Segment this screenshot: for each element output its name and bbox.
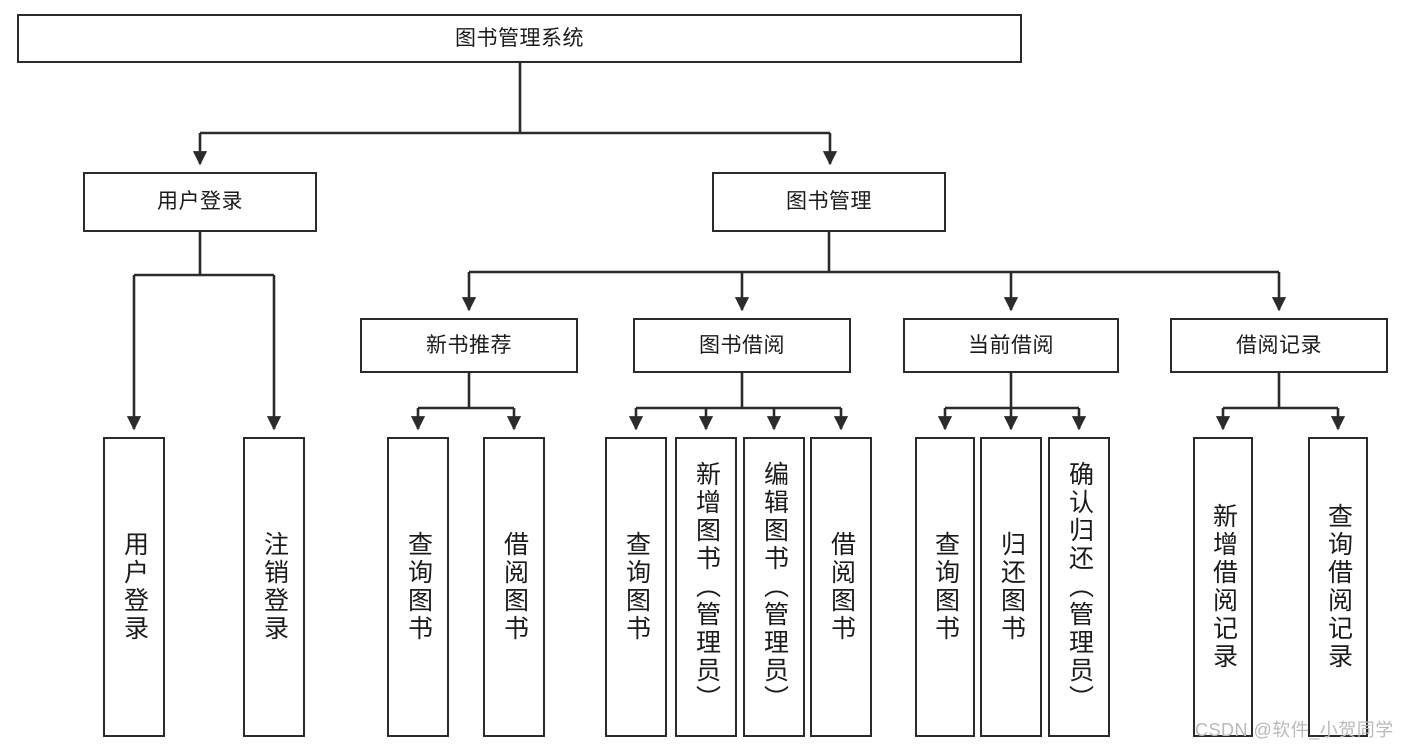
leaf-node[interactable]: 用户登录	[103, 437, 165, 737]
node-book-borrow-label: 图书借阅	[699, 333, 785, 357]
node-root-label: 图书管理系统	[455, 26, 584, 50]
node-book-management[interactable]: 图书管理	[712, 172, 946, 232]
leaf-node[interactable]: 编辑图书（管理员）	[743, 437, 805, 737]
leaf-node[interactable]: 新增借阅记录	[1193, 437, 1253, 737]
node-borrow-record-label: 借阅记录	[1236, 333, 1322, 357]
leaf-node-label: 用户登录	[120, 531, 149, 643]
leaf-node-label: 查询借阅记录	[1324, 503, 1353, 671]
leaf-node[interactable]: 新增图书（管理员）	[675, 437, 737, 737]
node-current-borrow-label: 当前借阅	[968, 333, 1054, 357]
node-user-login-label: 用户登录	[157, 190, 243, 214]
leaf-node-label: 查询图书	[404, 531, 433, 643]
leaf-node-label: 新增借阅记录	[1209, 503, 1238, 671]
leaf-node[interactable]: 查询图书	[387, 437, 449, 737]
leaf-node-label: 查询图书	[931, 531, 960, 643]
leaf-node-label: 新增图书（管理员）	[692, 461, 721, 713]
node-new-book-recommend[interactable]: 新书推荐	[360, 318, 578, 373]
leaf-node[interactable]: 借阅图书	[483, 437, 545, 737]
leaf-node-label: 查询图书	[622, 531, 651, 643]
node-new-book-recommend-label: 新书推荐	[426, 333, 512, 357]
node-book-borrow[interactable]: 图书借阅	[633, 318, 851, 373]
leaf-node[interactable]: 查询借阅记录	[1308, 437, 1368, 737]
csdn-watermark: CSDN @软件_小贺同学	[1195, 720, 1394, 740]
node-root-system[interactable]: 图书管理系统	[17, 14, 1022, 63]
node-user-login[interactable]: 用户登录	[83, 172, 317, 232]
leaf-node[interactable]: 查询图书	[605, 437, 667, 737]
leaf-node[interactable]: 确认归还（管理员）	[1048, 437, 1110, 737]
node-current-borrow[interactable]: 当前借阅	[903, 318, 1119, 373]
leaf-node-label: 编辑图书（管理员）	[760, 461, 789, 713]
leaf-node[interactable]: 注销登录	[243, 437, 305, 737]
leaf-node[interactable]: 查询图书	[915, 437, 975, 737]
leaf-node-label: 确认归还（管理员）	[1065, 461, 1094, 713]
leaf-node[interactable]: 借阅图书	[810, 437, 872, 737]
leaf-node-label: 注销登录	[260, 531, 289, 643]
node-book-management-label: 图书管理	[786, 190, 872, 214]
leaf-node-label: 借阅图书	[827, 531, 856, 643]
node-borrow-record[interactable]: 借阅记录	[1170, 318, 1388, 373]
leaf-node-label: 归还图书	[997, 531, 1026, 643]
leaf-node-label: 借阅图书	[500, 531, 529, 643]
leaf-node[interactable]: 归还图书	[980, 437, 1042, 737]
